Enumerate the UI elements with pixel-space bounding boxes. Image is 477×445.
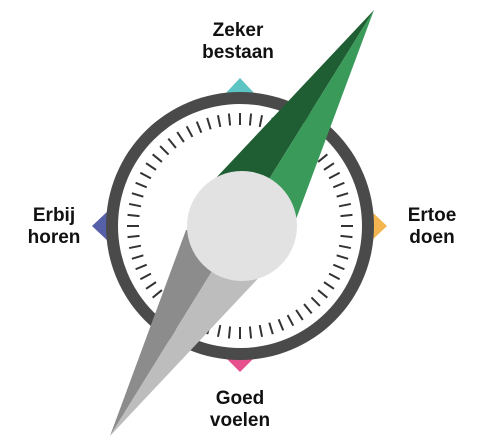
- label-east-line1: Ertoe: [392, 205, 472, 227]
- compass-tick: [229, 114, 230, 126]
- compass-tick: [341, 215, 353, 216]
- compass-hub: [187, 171, 297, 281]
- label-north: Zeker bestaan: [183, 20, 293, 64]
- label-north-line2: bestaan: [183, 42, 293, 64]
- label-east-line2: doen: [392, 227, 472, 249]
- compass-tick: [250, 114, 251, 126]
- label-east: Ertoe doen: [392, 205, 472, 249]
- compass-tick: [250, 327, 251, 339]
- label-north-line1: Zeker: [183, 20, 293, 42]
- compass-tick: [128, 215, 140, 216]
- label-west-line1: Erbij: [12, 205, 96, 227]
- label-south-line2: voelen: [190, 410, 290, 432]
- compass-tick: [341, 236, 353, 237]
- label-south: Goed voelen: [190, 388, 290, 432]
- label-south-line1: Goed: [190, 388, 290, 410]
- label-west: Erbij horen: [12, 205, 96, 249]
- compass-tick: [229, 327, 230, 339]
- label-west-line2: horen: [12, 227, 96, 249]
- compass-tick: [128, 236, 140, 237]
